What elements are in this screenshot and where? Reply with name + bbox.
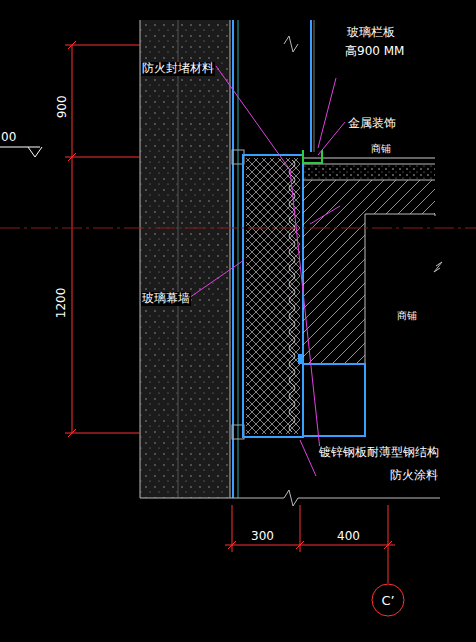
callout-label: 金属装饰	[347, 117, 397, 131]
callout-label: 玻璃幕墙	[141, 292, 191, 306]
callout-label: 玻璃栏板	[346, 26, 396, 40]
level-mark: 00	[0, 131, 17, 145]
dimension: 400	[336, 530, 361, 544]
callout-label: 镀锌钢板耐薄型钢结构	[318, 446, 440, 460]
dimension: 1200	[55, 287, 69, 320]
callout-label: 高900 MM	[344, 45, 405, 59]
room-label: 商铺	[370, 143, 392, 155]
callout-label: 防火涂料	[389, 469, 439, 483]
room-label: 商铺	[396, 310, 418, 322]
section-mark: C’	[371, 583, 405, 617]
dimension: 300	[250, 530, 275, 544]
callout-label: 防火封堵材料	[141, 62, 215, 76]
section-mark-text: C’	[381, 593, 394, 608]
dimension: 900	[56, 94, 70, 119]
